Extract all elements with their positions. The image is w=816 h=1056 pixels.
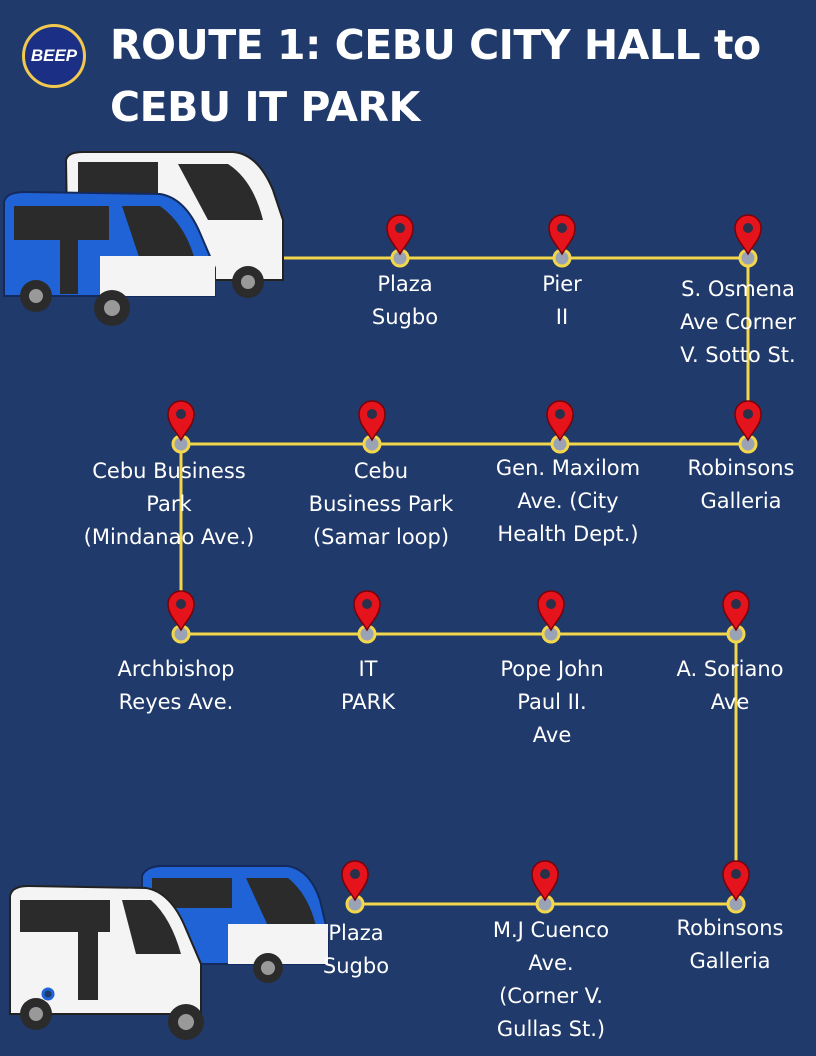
minibus-icon <box>9 884 204 1040</box>
stop-label: S. Osmena Ave Corner V. Sotto St. <box>680 277 796 367</box>
minibus-icon <box>141 865 329 983</box>
map-pin-icon <box>531 860 559 914</box>
map-pin-icon <box>548 214 576 268</box>
map-pin-icon <box>341 860 369 914</box>
stop-label: IT PARK <box>340 657 396 714</box>
stop-label: Robinsons Galleria <box>676 916 784 973</box>
map-pin-icon <box>722 860 750 914</box>
beep-logo: BEEP <box>22 24 86 88</box>
page-title: ROUTE 1: CEBU CITY HALL to CEBU IT PARK <box>110 21 761 131</box>
map-pin-icon <box>537 590 565 644</box>
stop-label: Cebu Business Park (Mindanao Ave.) <box>83 459 255 549</box>
stop-label: Gen. Maxilom Ave. (City Health Dept.) <box>495 456 641 546</box>
map-pin-icon <box>546 400 574 454</box>
stop-label: A. Soriano Ave <box>676 657 784 714</box>
stop-label: Archbishop Reyes Ave. <box>117 657 235 714</box>
map-pin-icon <box>167 590 195 644</box>
map-pin-icon <box>734 214 762 268</box>
stop-label: Pier II <box>542 272 582 329</box>
stop-label: Robinsons Galleria <box>687 456 795 513</box>
minibus-icon <box>3 190 216 326</box>
map-pin-icon <box>353 590 381 644</box>
logo-text: BEEP <box>30 46 78 65</box>
map-pin-icon <box>386 214 414 268</box>
stop-label: Cebu Business Park (Samar loop) <box>308 459 454 549</box>
map-pin-icon <box>734 400 762 454</box>
stop-label: Plaza Sugbo <box>322 921 390 978</box>
map-pin-icon <box>167 400 195 454</box>
map-pin-icon <box>358 400 386 454</box>
map-pin-icon <box>722 590 750 644</box>
stop-label: Pope John Paul II. Ave <box>500 657 604 747</box>
stop-pins <box>167 214 762 914</box>
stop-label: M.J Cuenco Ave. (Corner V. Gullas St.) <box>492 918 610 1041</box>
stop-label: Plaza Sugbo <box>371 272 439 329</box>
